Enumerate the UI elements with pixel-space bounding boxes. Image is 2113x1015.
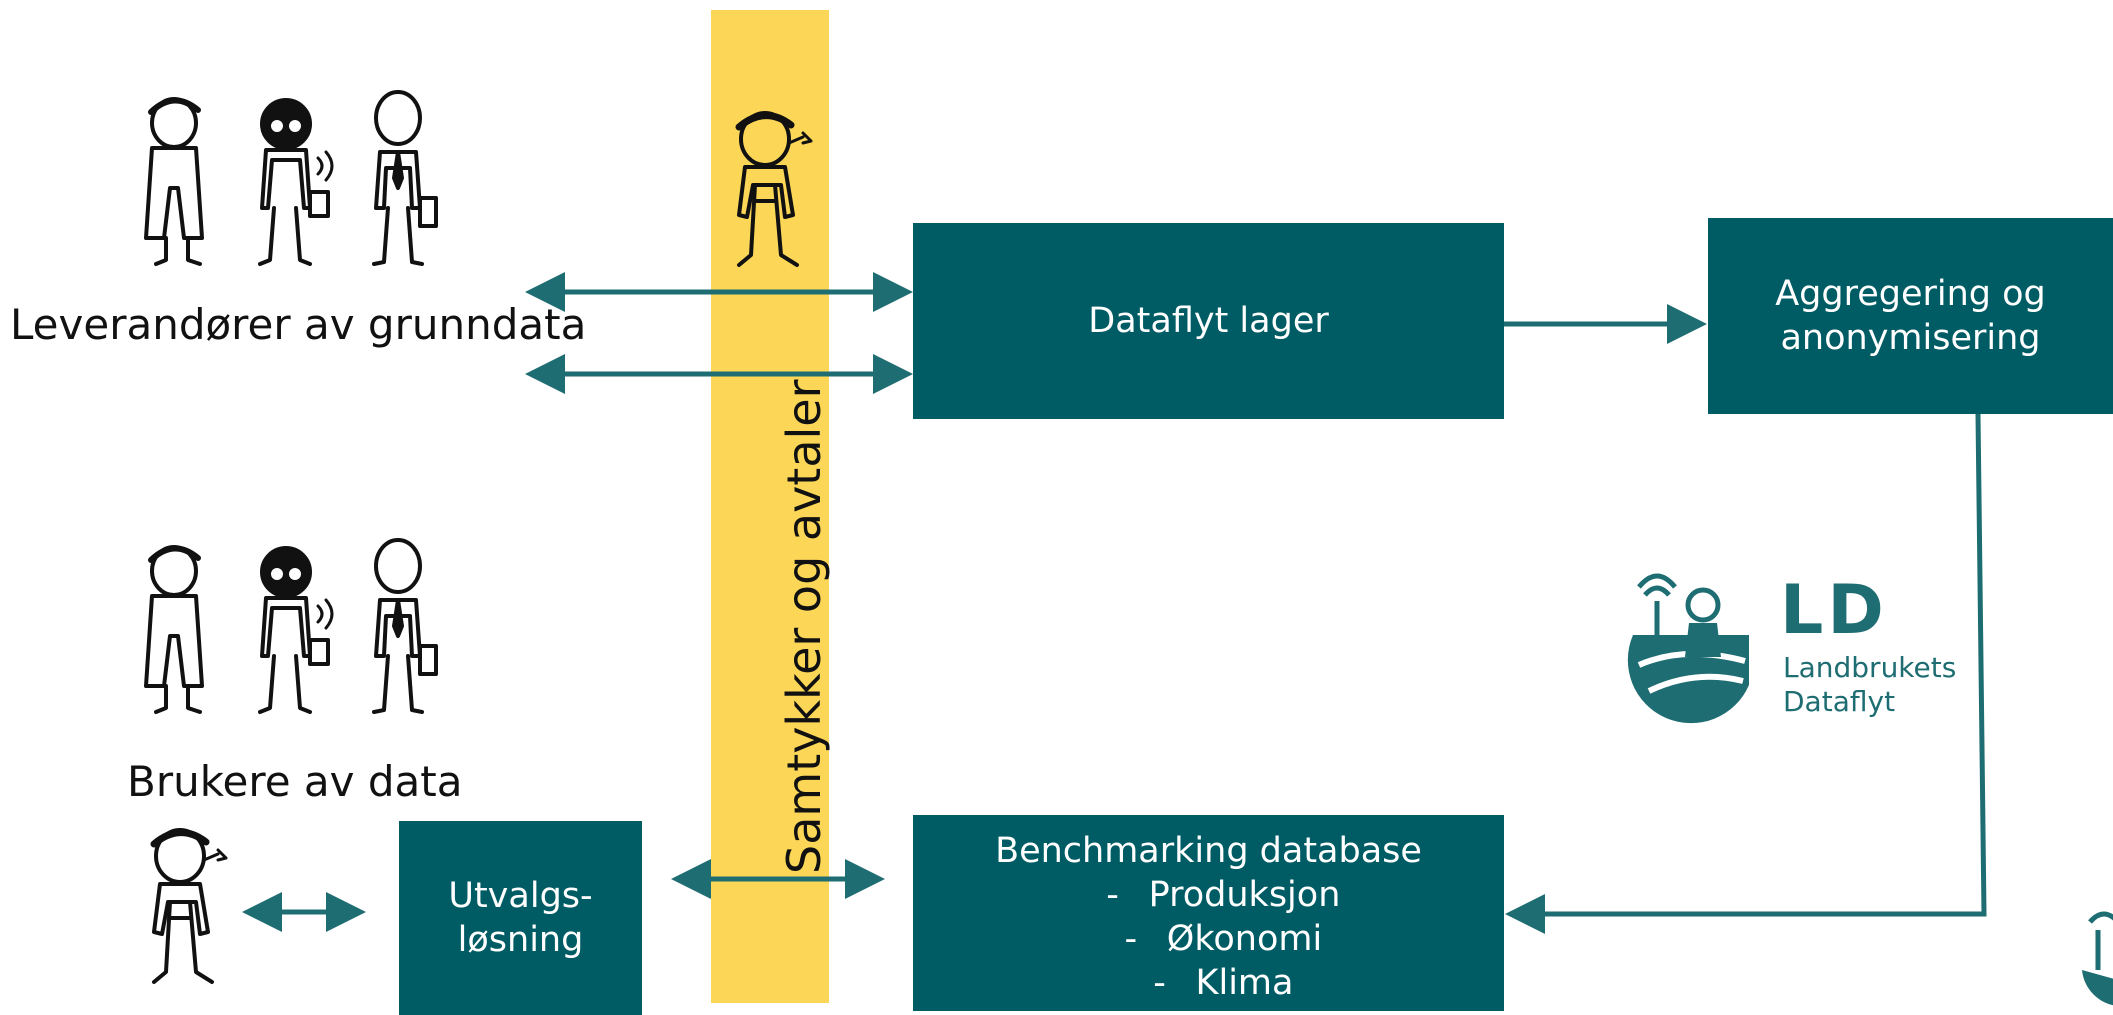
consent-band: [711, 10, 829, 1003]
businessman-figure: [372, 538, 438, 714]
farmer-user: [140, 822, 250, 997]
user-figures: [136, 536, 466, 721]
benchmarking-item: -Klima: [1124, 961, 1294, 1005]
farmer-on-band: [725, 105, 835, 280]
dataflow-storage-box: Dataflyt lager: [913, 223, 1504, 419]
farmer-figure: [144, 545, 204, 714]
aggregation-box: Aggregering og anonymisering: [1708, 218, 2113, 414]
glasses-figure: [258, 546, 334, 714]
consent-label: Samtykker og avtaler: [777, 379, 831, 874]
bullet-dash: -: [1124, 919, 1138, 959]
benchmarking-item: -Økonomi: [1095, 917, 1322, 961]
logo-line1: Landbrukets: [1783, 651, 1957, 684]
farmer-figure: [144, 97, 204, 266]
benchmarking-item-label: Klima: [1195, 963, 1294, 1003]
bullet-dash: -: [1153, 963, 1166, 1003]
bullet-dash: -: [1106, 875, 1119, 915]
selection-box: Utvalgs- løsning: [399, 821, 642, 1015]
dataflow-storage-label: Dataflyt lager: [1088, 301, 1329, 341]
ld-logo-icon: [2082, 911, 2113, 1006]
logo-title: LD: [1780, 571, 1888, 650]
logo-line2: Dataflyt: [1783, 685, 1896, 718]
ld-logo: LD Landbrukets Dataflyt: [1625, 565, 2005, 760]
aggregation-label-line2: anonymisering: [1780, 318, 2041, 358]
ld-logo-icon: [1627, 573, 1749, 724]
users-label: Brukere av data: [127, 757, 463, 806]
aggregation-label-line1: Aggregering og: [1775, 274, 2046, 314]
suppliers-label: Leverandører av grunndata: [10, 300, 587, 349]
benchmarking-title: Benchmarking database: [995, 831, 1422, 871]
benchmarking-item: -Produksjon: [1077, 873, 1341, 917]
benchmarking-item-label: Produksjon: [1148, 875, 1341, 915]
supplier-figures: [136, 88, 466, 273]
corner-logo-fragment: [2078, 900, 2113, 1015]
aggregation-to-benchmark-connector: [1505, 413, 1987, 934]
businessman-figure: [372, 90, 438, 266]
glasses-figure: [258, 98, 334, 266]
benchmarking-item-label: Økonomi: [1166, 919, 1323, 959]
selection-label-line2: løsning: [457, 920, 584, 960]
benchmarking-box: Benchmarking database -Produksjon -Økono…: [913, 815, 1504, 1011]
selection-label-line1: Utvalgs-: [448, 876, 593, 916]
